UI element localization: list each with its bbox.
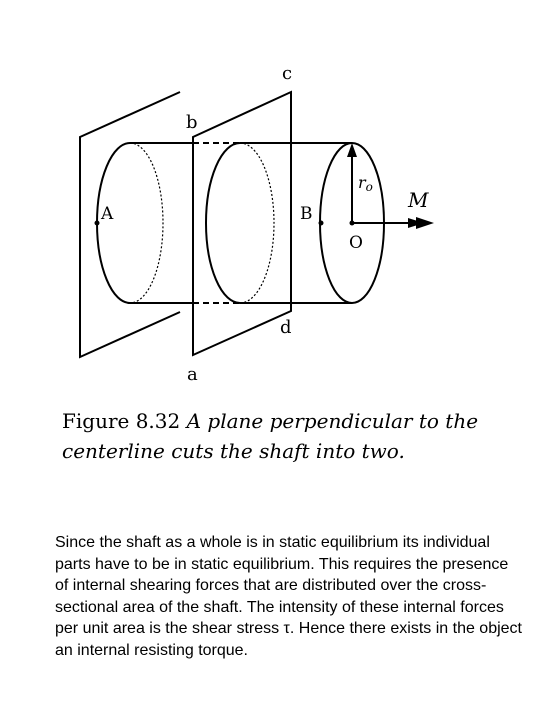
label-A: A <box>100 204 114 224</box>
radius-arrowhead <box>347 143 357 157</box>
label-radius: ro <box>358 173 373 194</box>
point-b-dot <box>318 220 324 226</box>
figure-number: Figure 8.32 <box>62 409 181 433</box>
label-O: O <box>349 233 363 253</box>
cut-section-front <box>205 142 241 304</box>
point-o-dot <box>349 220 355 226</box>
label-d: d <box>280 317 292 338</box>
label-b: b <box>186 112 198 133</box>
label-c: c <box>282 63 292 84</box>
label-a: a <box>187 364 198 385</box>
moment-arrowhead-1 <box>416 217 434 229</box>
left-plane <box>79 91 181 359</box>
cut-section-back <box>239 142 275 304</box>
label-B: B <box>300 204 313 224</box>
cutting-plane <box>192 90 292 357</box>
shaft-left-end-hidden <box>129 142 164 304</box>
point-a-dot <box>94 220 100 226</box>
figure-caption-text: A plane perpendicular to the centerline … <box>62 409 479 463</box>
shaft-cutting-plane-figure: c b d a A B O ro M <box>79 63 434 385</box>
body-paragraph: Since the shaft as a whole is in static … <box>55 534 522 659</box>
figure-caption: Figure 8.32 A plane perpendicular to the… <box>62 406 502 466</box>
moment-arrowhead-2 <box>408 218 424 228</box>
label-moment: M <box>407 188 429 212</box>
